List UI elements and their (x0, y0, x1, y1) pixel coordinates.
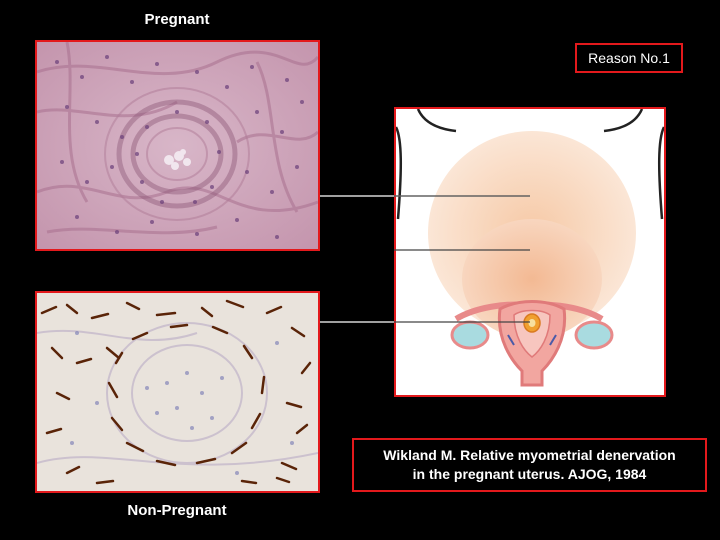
citation-line-1: Wikland M. Relative myometrial denervati… (383, 447, 676, 463)
abdomen-outline-icon (396, 109, 664, 387)
uterus-illustration (394, 107, 666, 397)
citation-line-2: in the pregnant uterus. AJOG, 1984 (412, 466, 647, 482)
pregnant-histology-image (35, 40, 320, 251)
non-pregnant-histology-image (35, 291, 320, 493)
he-stain-texture (37, 42, 318, 249)
non-pregnant-label: Non-Pregnant (127, 502, 227, 519)
pregnant-label: Pregnant (144, 11, 210, 28)
ihc-stain-texture (37, 293, 318, 491)
reason-badge: Reason No.1 (575, 43, 683, 73)
citation-box: Wikland M. Relative myometrial denervati… (352, 438, 707, 492)
